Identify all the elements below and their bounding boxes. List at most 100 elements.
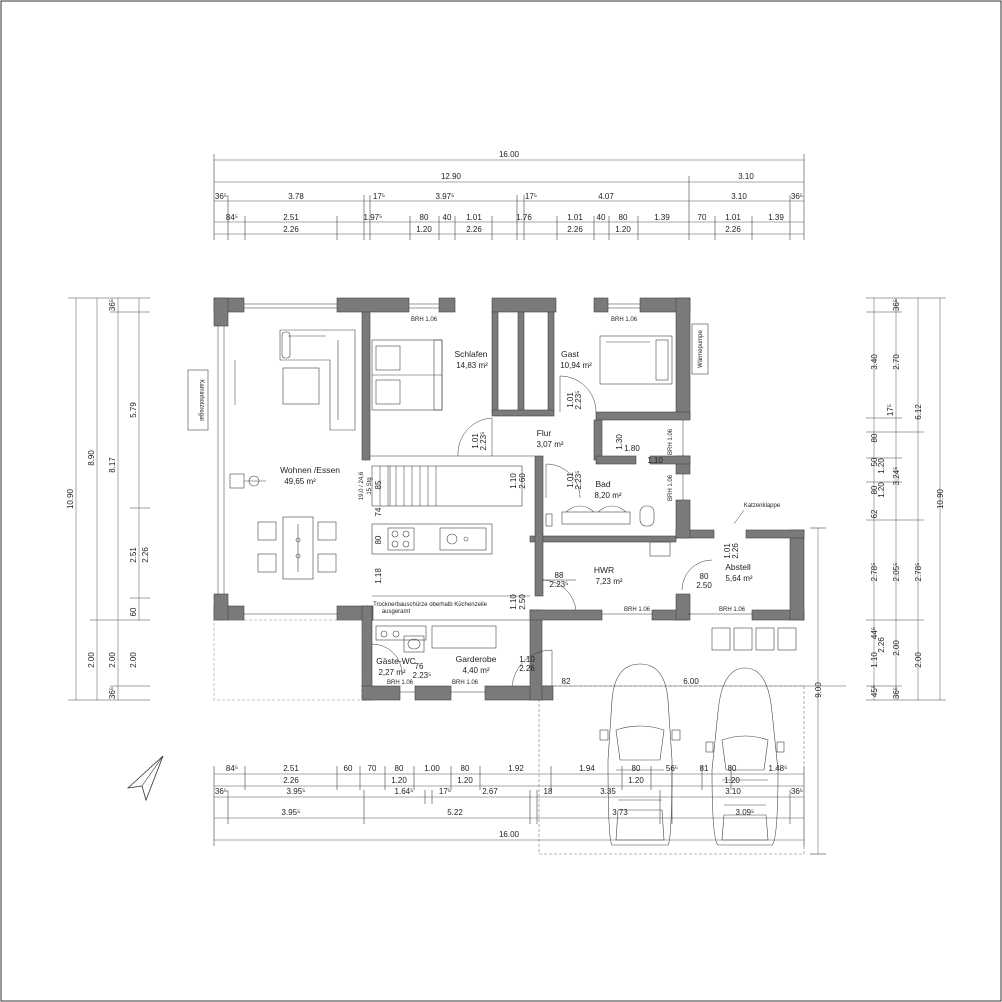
katzenklappe-leader	[733, 509, 745, 525]
flur3-w: 1.10	[509, 594, 518, 610]
dim-right-b: 2.78⁵	[914, 563, 923, 582]
dim-right-f: 2.70	[892, 354, 901, 370]
dim-bot-2a: 2.26	[283, 776, 299, 785]
trockner-note: Trocknerbauschürze oberhalb Küchenzeile	[373, 602, 488, 608]
dim-left-c: 36⁵	[108, 299, 117, 311]
room-abstell-name: Abstell	[725, 562, 751, 572]
dim-bot-1b: 2.51	[283, 764, 299, 773]
dim-bot-1c: 60	[344, 764, 353, 773]
kitchen-island	[371, 523, 493, 555]
gast-door-w: 1.01	[566, 392, 575, 408]
dim-right-g: 17⁵	[886, 404, 895, 416]
room-garderobe-area: 4,40 m²	[462, 666, 489, 675]
dim-bot-4a: 3.95⁵	[282, 808, 301, 817]
wc-door-h: 2.23⁵	[413, 671, 432, 680]
dim-left-k: 2.00	[129, 652, 138, 668]
dim-left-f: 36⁵	[108, 687, 117, 699]
bed-schlafen	[371, 339, 443, 411]
dim-top-3b: 3.78	[288, 192, 304, 201]
interior-dimensions: 1.80 1.10 1.30 1.01 2.23⁵ 1.10 2.60 1.01…	[374, 391, 740, 680]
room-hwr-area: 7,23 m²	[595, 577, 622, 586]
dim-right-j: 50	[870, 457, 879, 466]
dim-top-4k: 1.39	[654, 213, 670, 222]
dim-top-5c: 2.26	[466, 225, 482, 234]
brh-gast: BRH 1.06	[611, 317, 638, 323]
dim-bot-1h: 1.92	[508, 764, 524, 773]
terrace	[213, 619, 363, 701]
dim-top-5f: 2.26	[725, 225, 741, 234]
gast-door-h: 2.23⁵	[574, 391, 583, 410]
dim-bot-3i: 36⁵	[791, 787, 803, 796]
kitchen-80: 80	[374, 535, 383, 544]
dim-top-2b: 3.10	[738, 172, 754, 181]
dim-right-u: 45⁵	[870, 685, 879, 697]
room-schlafen-name: Schlafen	[454, 349, 487, 359]
dim-right-h: 80	[870, 433, 879, 442]
dim-right-l: 80	[870, 485, 879, 494]
dim-top-4m: 1.01	[725, 213, 741, 222]
dim-left-i: 2.26	[141, 547, 150, 563]
dim-total-top: 16.00	[499, 150, 520, 159]
room-bad-area: 8,20 m²	[594, 491, 621, 500]
dim-right-i: 1.20	[877, 458, 886, 474]
brh-labels: BRH 1.06 BRH 1.06 BRH 1.06 BRH 1.06 BRH …	[387, 317, 746, 686]
dim-top-5d: 2.26	[567, 225, 583, 234]
bed-gast	[599, 335, 673, 385]
flur3-h: 2.50	[518, 594, 527, 610]
dim-bot-1m: 80	[728, 764, 737, 773]
dim-left-h: 2.51	[129, 547, 138, 563]
dim-right-r: 1.10	[870, 652, 879, 668]
dim-garage-gap: 82	[562, 677, 571, 686]
room-gast-name: Gast	[561, 349, 580, 359]
dim-bot-1f: 1.00	[424, 764, 440, 773]
room-flur-name: Flur	[537, 428, 552, 438]
hwr-door-h: 2.23⁵	[550, 580, 569, 589]
sofa	[279, 329, 356, 431]
dim-top-3d: 3.97⁵	[436, 192, 455, 201]
dim-right-n: 62	[870, 509, 879, 518]
dim-left-d: 8.17	[108, 457, 117, 473]
dim-left-b: 2.00	[87, 652, 96, 668]
dim-right-q: 44⁵	[870, 627, 879, 639]
dim-left-g: 5.79	[129, 402, 138, 418]
dim-bot-2b: 1.20	[391, 776, 407, 785]
room-bad-name: Bad	[595, 479, 610, 489]
gast-height-130: 1.30	[615, 434, 624, 450]
dim-left-j: 60	[129, 607, 138, 616]
dim-bot-4d: 3.09⁵	[736, 808, 755, 817]
dim-top-4l: 70	[698, 213, 707, 222]
room-wc-name: Gäste-WC	[376, 656, 416, 666]
room-labels: Wohnen /Essen 49,65 m² Schlafen 14,83 m²…	[280, 349, 753, 677]
dim-bot-1d: 70	[368, 764, 377, 773]
stair-ratio: 19,0 / 24,6	[359, 471, 365, 500]
dim-top-5a: 2.26	[283, 225, 299, 234]
dim-top-5b: 1.20	[416, 225, 432, 234]
dim-top-3c: 17⁵	[373, 192, 385, 201]
dim-top-4d: 80	[420, 213, 429, 222]
room-wc-area: 2,27 m²	[378, 668, 405, 677]
gast-width-110: 1.10	[647, 456, 663, 465]
left-dimensions: 10.90 8.90 2.00 36⁵ 8.17 2.00 36⁵ 5.79 2…	[66, 297, 150, 701]
dim-bot-1g: 80	[461, 764, 470, 773]
north-arrow-icon	[126, 755, 164, 802]
waermepumpe-box	[691, 323, 709, 375]
dim-right-d: 36⁵	[892, 299, 901, 311]
dim-left-total: 10.90	[66, 488, 75, 509]
dim-garage-width: 6.00	[683, 677, 699, 686]
dim-top-3g: 3.10	[731, 192, 747, 201]
car-left	[599, 663, 681, 846]
brh-wc: BRH 1.06	[387, 680, 414, 686]
abstell-v-h: 2.26	[731, 543, 740, 559]
dim-right-m: 1.20	[877, 482, 886, 498]
dim-bot-2c: 1.20	[457, 776, 473, 785]
door-swings	[371, 375, 713, 687]
dim-bot-2e: 1.20	[724, 776, 740, 785]
dim-bot-2d: 1.20	[628, 776, 644, 785]
stair-steps: 15 Stg	[367, 477, 373, 494]
kaminholzregal-label: Kaminholzregal	[198, 379, 204, 420]
dim-right-v: 36⁵	[892, 687, 901, 699]
dim-bot-3e: 2.67	[482, 787, 498, 796]
dim-top-4e: 40	[443, 213, 452, 222]
room-flur-area: 3,07 m²	[536, 440, 563, 449]
